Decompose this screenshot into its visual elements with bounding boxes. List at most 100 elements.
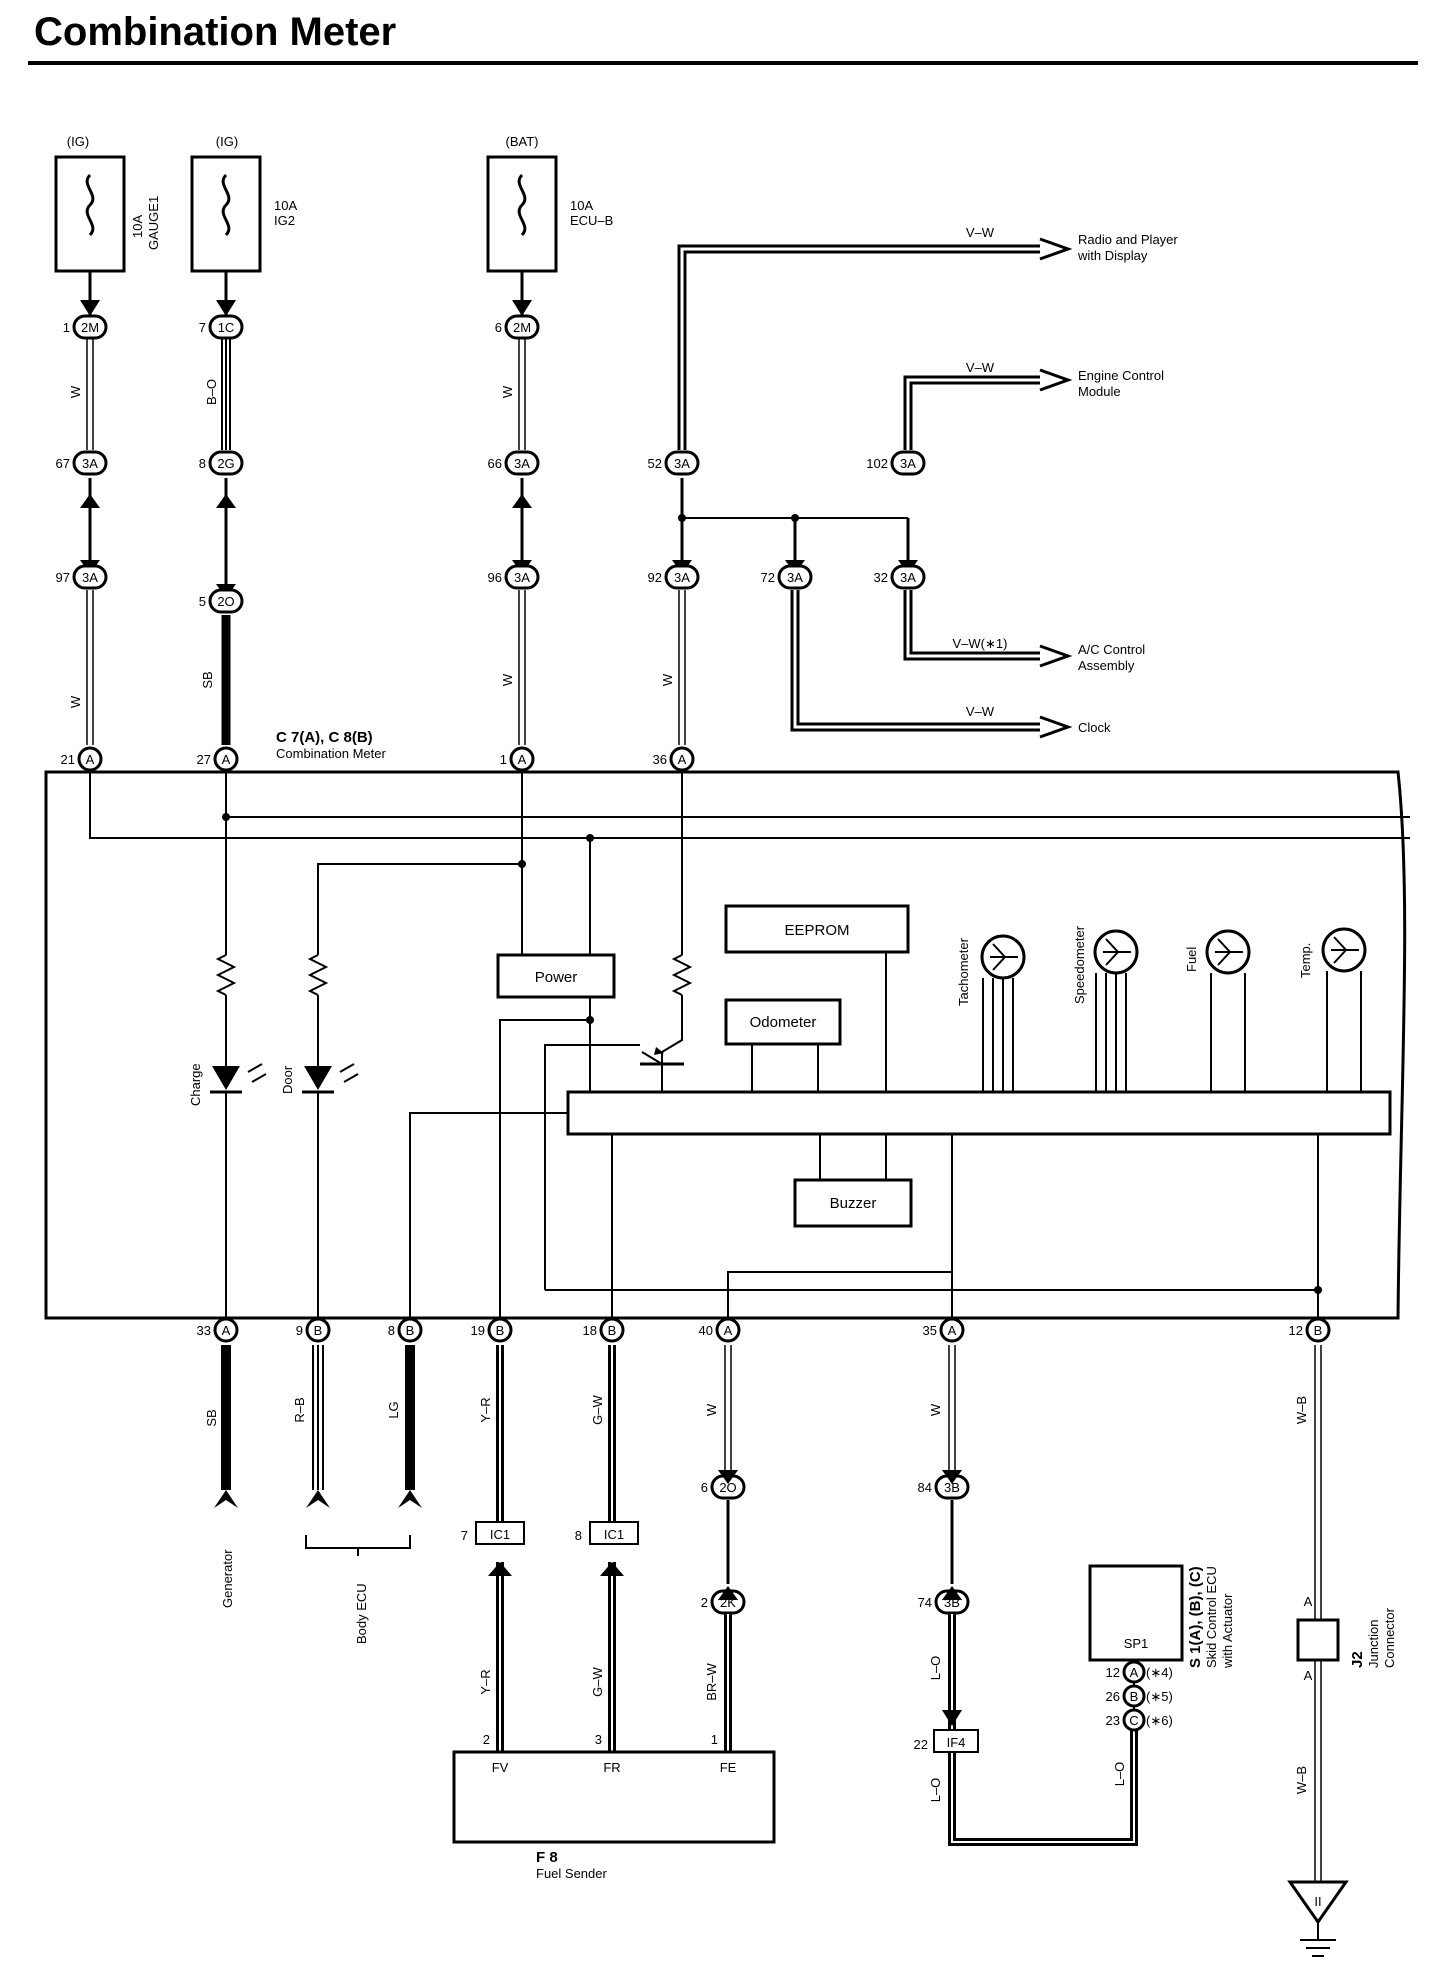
pin-number: 8: [199, 456, 206, 471]
page-title: Combination Meter: [34, 10, 396, 54]
gauge-label: Tachometer: [956, 937, 971, 1006]
connector-id: 3A: [900, 570, 916, 585]
pin-number: 6: [495, 320, 502, 335]
pin-number: 12: [1289, 1323, 1303, 1338]
wire-col-522: [518, 271, 526, 745]
destination-label: Clock: [1078, 720, 1111, 735]
pin-number: 12: [1106, 1665, 1120, 1680]
wire-color: R–B: [292, 1397, 307, 1422]
body-ecu-label: Body ECU: [354, 1583, 369, 1644]
fuse-supply: (IG): [67, 134, 89, 149]
junction-pin-a: A: [1304, 1668, 1313, 1683]
pin-number: 2: [701, 1595, 708, 1610]
meter-name: Combination Meter: [276, 746, 386, 761]
pin-number: 1: [711, 1732, 718, 1747]
pin-number: 1: [63, 320, 70, 335]
wire-color: V–W: [966, 360, 995, 375]
wire-color: V–W: [966, 225, 995, 240]
wire-color: G–W: [590, 1666, 605, 1696]
ic1-connectors: 7 IC1 8 IC1 Y–R G–W BR–W: [461, 1521, 719, 1701]
if4-connector: 22 IF4 L–O L–O L–O: [914, 1656, 1127, 1803]
pin-number: 3: [595, 1732, 602, 1747]
gauge-icon: [1103, 938, 1131, 966]
connector-id: 3A: [787, 570, 803, 585]
generator-and-body-ecu: Generator Body ECU: [220, 1535, 411, 1644]
pin-number: 5: [199, 594, 206, 609]
wire-color-labels-top: W B–O W W SB W W: [68, 379, 675, 708]
pin-number: 9: [296, 1323, 303, 1338]
buzzer-block: [793, 1178, 913, 1228]
connector-id: IC1: [490, 1527, 510, 1542]
pin-number: 97: [56, 570, 70, 585]
terminal-label: FR: [603, 1760, 620, 1775]
meter-pin: B8: [388, 1317, 423, 1343]
fuse-rating: 10A: [274, 198, 297, 213]
meter-pin: A27: [197, 746, 239, 772]
pin-number: 23: [1106, 1713, 1120, 1728]
inline-connector: 3A 96: [488, 564, 540, 590]
skid-name: Skid Control ECU: [1204, 1566, 1219, 1668]
pin-number: 8: [388, 1323, 395, 1338]
junction-name: Junction: [1366, 1620, 1381, 1668]
pin-number: 66: [488, 456, 502, 471]
meter-pin: B 12: [1289, 1317, 1331, 1343]
wire-color: W: [68, 695, 83, 708]
wire-color: B–O: [204, 379, 219, 405]
meter-id: C 7(A), C 8(B): [276, 729, 373, 746]
junction-connector: A A J2 Junction Connector W–B II: [1287, 1594, 1397, 1957]
fuse-ecu-b: (BAT) 10A ECU–B: [486, 134, 613, 273]
wire-color: W: [928, 1403, 943, 1416]
destination-label: Assembly: [1078, 658, 1135, 673]
pin-number: 1: [500, 752, 507, 767]
inline-connector: 2G8: [199, 450, 244, 476]
connector-id: B: [314, 1323, 323, 1338]
wire-color: V–W(∗1): [953, 636, 1008, 651]
power-block: [496, 953, 616, 999]
meter-pin: A35: [923, 1317, 965, 1343]
charge-led-icon: [212, 1066, 240, 1090]
fuse-name: ECU–B: [570, 213, 613, 228]
destination-label: Radio and Player: [1078, 232, 1178, 247]
pin-number: 96: [488, 570, 502, 585]
wire-color: W: [660, 673, 675, 686]
skid-pin: B26(∗5): [1106, 1684, 1173, 1708]
fuse-icon: [221, 173, 231, 237]
connector-id: 3A: [82, 456, 98, 471]
pin-number: 52: [648, 456, 662, 471]
pin-number: 72: [761, 570, 775, 585]
destination-label: Engine Control: [1078, 368, 1164, 383]
connector-id: 3B: [944, 1480, 960, 1495]
wire-color: Y–R: [478, 1397, 493, 1422]
wire-color: L–O: [928, 1656, 943, 1681]
fuse-rating: 10A: [570, 198, 593, 213]
ground-icon: [1287, 1880, 1349, 1925]
connector-id: B: [406, 1323, 415, 1338]
odometer-block: [724, 998, 842, 1046]
connector-id: 3A: [514, 570, 530, 585]
temp-gauge: Temp.: [1298, 927, 1367, 1092]
junction-id: J2: [1349, 1651, 1366, 1668]
terminal-label: FV: [492, 1760, 509, 1775]
connector-id: B: [1314, 1323, 1323, 1338]
wire-color: W: [704, 1403, 719, 1416]
pin-number: 21: [61, 752, 75, 767]
pin-number: 40: [699, 1323, 713, 1338]
connector-id: 3A: [674, 570, 690, 585]
gauge-label: Temp.: [1298, 943, 1313, 978]
destination-label: Module: [1078, 384, 1121, 399]
wire-color: W: [500, 385, 515, 398]
wire-color: Y–R: [478, 1669, 493, 1694]
connector-id: C: [1129, 1713, 1138, 1728]
meter-pin: A36: [653, 746, 695, 772]
connector-id: 2O: [217, 594, 234, 609]
wire-color: LG: [386, 1401, 401, 1418]
wire-color: L–O: [1112, 1762, 1127, 1787]
fuse-name: IG2: [274, 213, 295, 228]
connector-id: IC1: [604, 1527, 624, 1542]
connector-id: A: [724, 1323, 733, 1338]
